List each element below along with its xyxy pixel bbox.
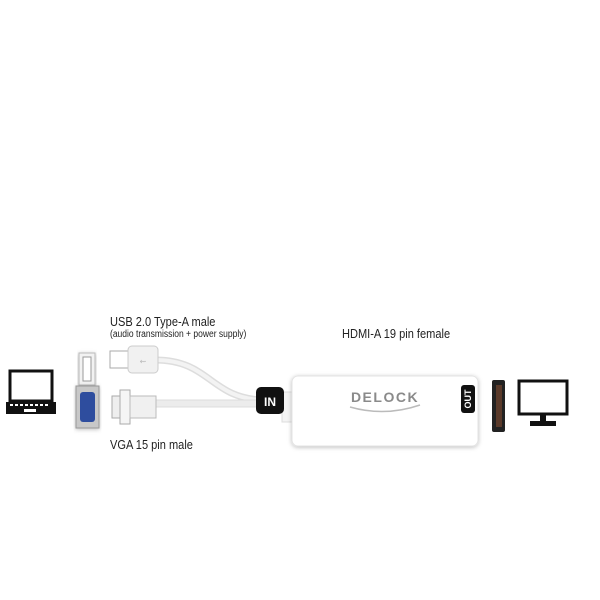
laptop-icon [6,369,56,414]
vga-port-icon [75,385,100,429]
svg-text:IN: IN [264,395,276,409]
usb-port-icon [78,352,96,386]
vga-label: VGA 15 pin male [110,437,193,452]
vga-cable [154,399,266,408]
hdmi-label: HDMI-A 19 pin female [342,326,451,341]
in-badge: IN [256,387,284,414]
hdmi-port-icon [492,380,505,432]
svg-text:OUT: OUT [463,389,473,409]
svg-text:DELOCK: DELOCK [351,389,419,405]
svg-text:⇜: ⇜ [140,357,147,366]
out-badge: OUT [461,385,475,413]
monitor-icon [517,379,569,426]
usb-sublabel: (audio transmission + power supply) [110,329,247,340]
usb-label: USB 2.0 Type-A male [110,314,216,329]
vga-plug [111,389,157,425]
usb-plug: ⇜ [109,345,159,374]
delock-logo: DELOCK [349,389,421,413]
usb-cable [154,356,263,404]
